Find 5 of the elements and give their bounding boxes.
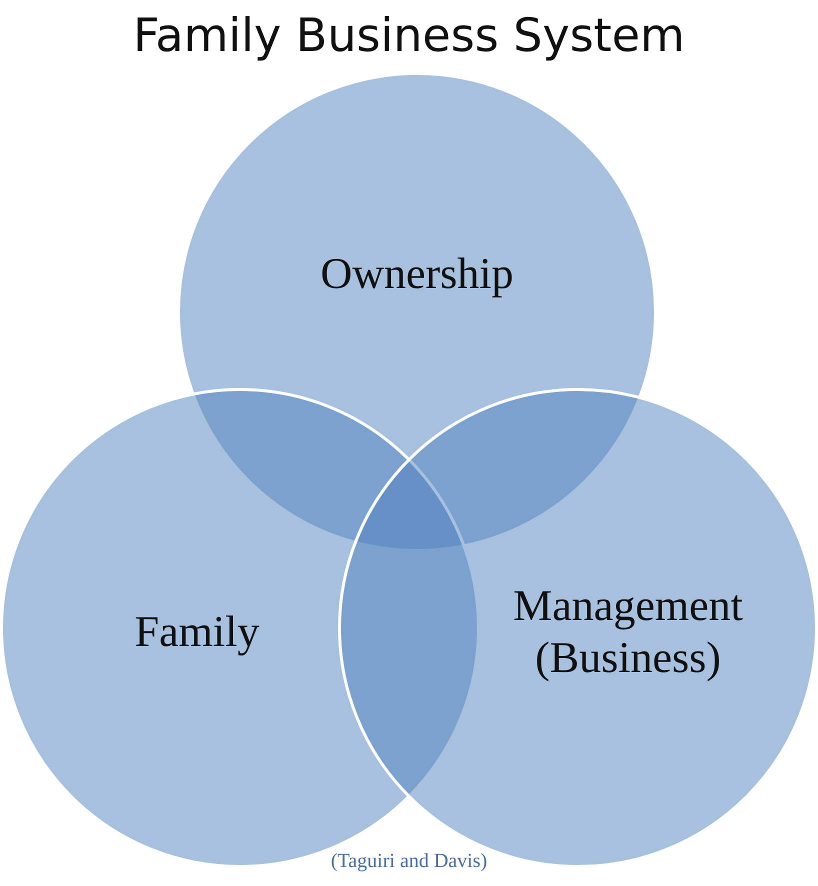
- source-caption: (Taguiri and Davis): [330, 850, 488, 873]
- circle-label: Family: [134, 606, 260, 658]
- diagram-title: Family Business System: [132, 8, 686, 62]
- circle-label: Ownership: [319, 248, 515, 300]
- circle-label: Management (Business): [512, 580, 744, 684]
